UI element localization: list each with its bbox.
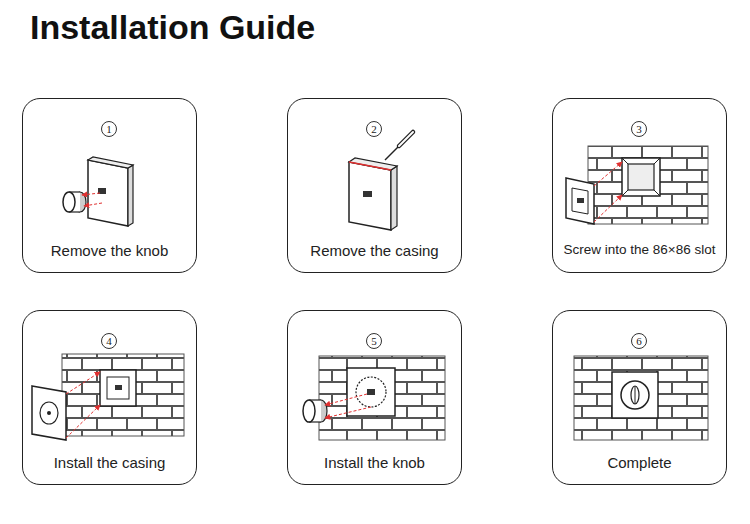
brick-wall — [319, 356, 445, 440]
step-number: 1 — [106, 124, 112, 135]
step-caption: Remove the casing — [288, 242, 461, 259]
slot-bevel — [622, 190, 628, 196]
base-inner — [572, 188, 588, 214]
shaft — [367, 389, 375, 395]
screwdriver-handle-inner — [399, 132, 413, 146]
step-number-circle: 6 — [631, 333, 647, 349]
casing — [32, 386, 66, 440]
step-1-drawing — [63, 157, 133, 226]
screwdriver-shaft — [385, 146, 399, 160]
slot-inner — [628, 164, 654, 190]
step-panel: Install the casing 4 — [22, 310, 197, 485]
step-5-drawing — [303, 356, 445, 440]
red-arrow — [66, 372, 100, 394]
knob-ridge — [635, 386, 636, 404]
dial-ring — [356, 377, 386, 407]
step-panel: Remove the casing 2 — [287, 98, 462, 273]
shaft — [577, 198, 584, 203]
step-panel: Complete 6 — [552, 310, 727, 485]
step-2-drawing — [349, 132, 413, 230]
red-arrow — [325, 407, 371, 418]
screwdriver-handle — [399, 132, 413, 146]
step-caption: Install the casing — [23, 454, 196, 471]
step-number: 3 — [636, 124, 642, 135]
red-arrow — [325, 394, 367, 405]
knob-face — [63, 192, 75, 212]
red-arrow — [594, 195, 622, 222]
step-4-drawing — [32, 354, 184, 440]
red-arrow — [82, 193, 100, 195]
red-edge — [349, 162, 391, 170]
casing — [612, 372, 658, 418]
step-number: 5 — [371, 336, 377, 347]
mounted-base — [100, 370, 136, 406]
plate-side — [391, 166, 397, 230]
shaft — [115, 385, 122, 390]
knob-face — [303, 400, 315, 422]
casing — [347, 368, 395, 416]
switch-base — [566, 178, 594, 224]
step-number-circle: 1 — [101, 121, 117, 137]
red-arrow — [66, 405, 100, 438]
brick-wall — [588, 146, 708, 224]
step-number-circle: 2 — [366, 121, 382, 137]
slot-bevel — [654, 190, 660, 196]
step-caption: Remove the knob — [23, 242, 196, 259]
page-title: Installation Guide — [30, 8, 315, 47]
step-caption: Screw into the 86×86 slot — [553, 242, 726, 257]
knob — [621, 381, 649, 409]
step-6-drawing — [574, 356, 708, 440]
step-number: 6 — [636, 336, 642, 347]
step-panel: Install the knob 5 — [287, 310, 462, 485]
switch-plate — [88, 160, 128, 226]
step-caption: Install the knob — [288, 454, 461, 471]
step-number: 4 — [106, 336, 112, 347]
knob-grip — [631, 386, 639, 404]
switch-plate — [349, 162, 391, 230]
wall-slot — [622, 158, 660, 196]
step-panel: Remove the knob 1 — [22, 98, 197, 273]
slot-bevel — [622, 158, 628, 164]
step-number-circle: 5 — [366, 333, 382, 349]
brick-wall — [574, 356, 708, 440]
step-caption: Complete — [553, 454, 726, 471]
plate-top — [349, 158, 397, 170]
slot-bevel — [654, 158, 660, 164]
step-number: 2 — [371, 124, 377, 135]
step-number-circle: 3 — [631, 121, 647, 137]
plate-side — [128, 165, 133, 226]
base-inner — [107, 377, 129, 399]
casing-hole — [47, 411, 51, 415]
casing-ring — [40, 402, 58, 424]
step-number-circle: 4 — [101, 333, 117, 349]
red-arrow — [84, 203, 102, 206]
step-panel: Screw into the 86×86 slot 3 — [552, 98, 727, 273]
plate-top — [88, 157, 133, 168]
shaft — [363, 191, 372, 197]
red-arrow — [594, 162, 622, 186]
step-3-drawing — [566, 146, 708, 224]
